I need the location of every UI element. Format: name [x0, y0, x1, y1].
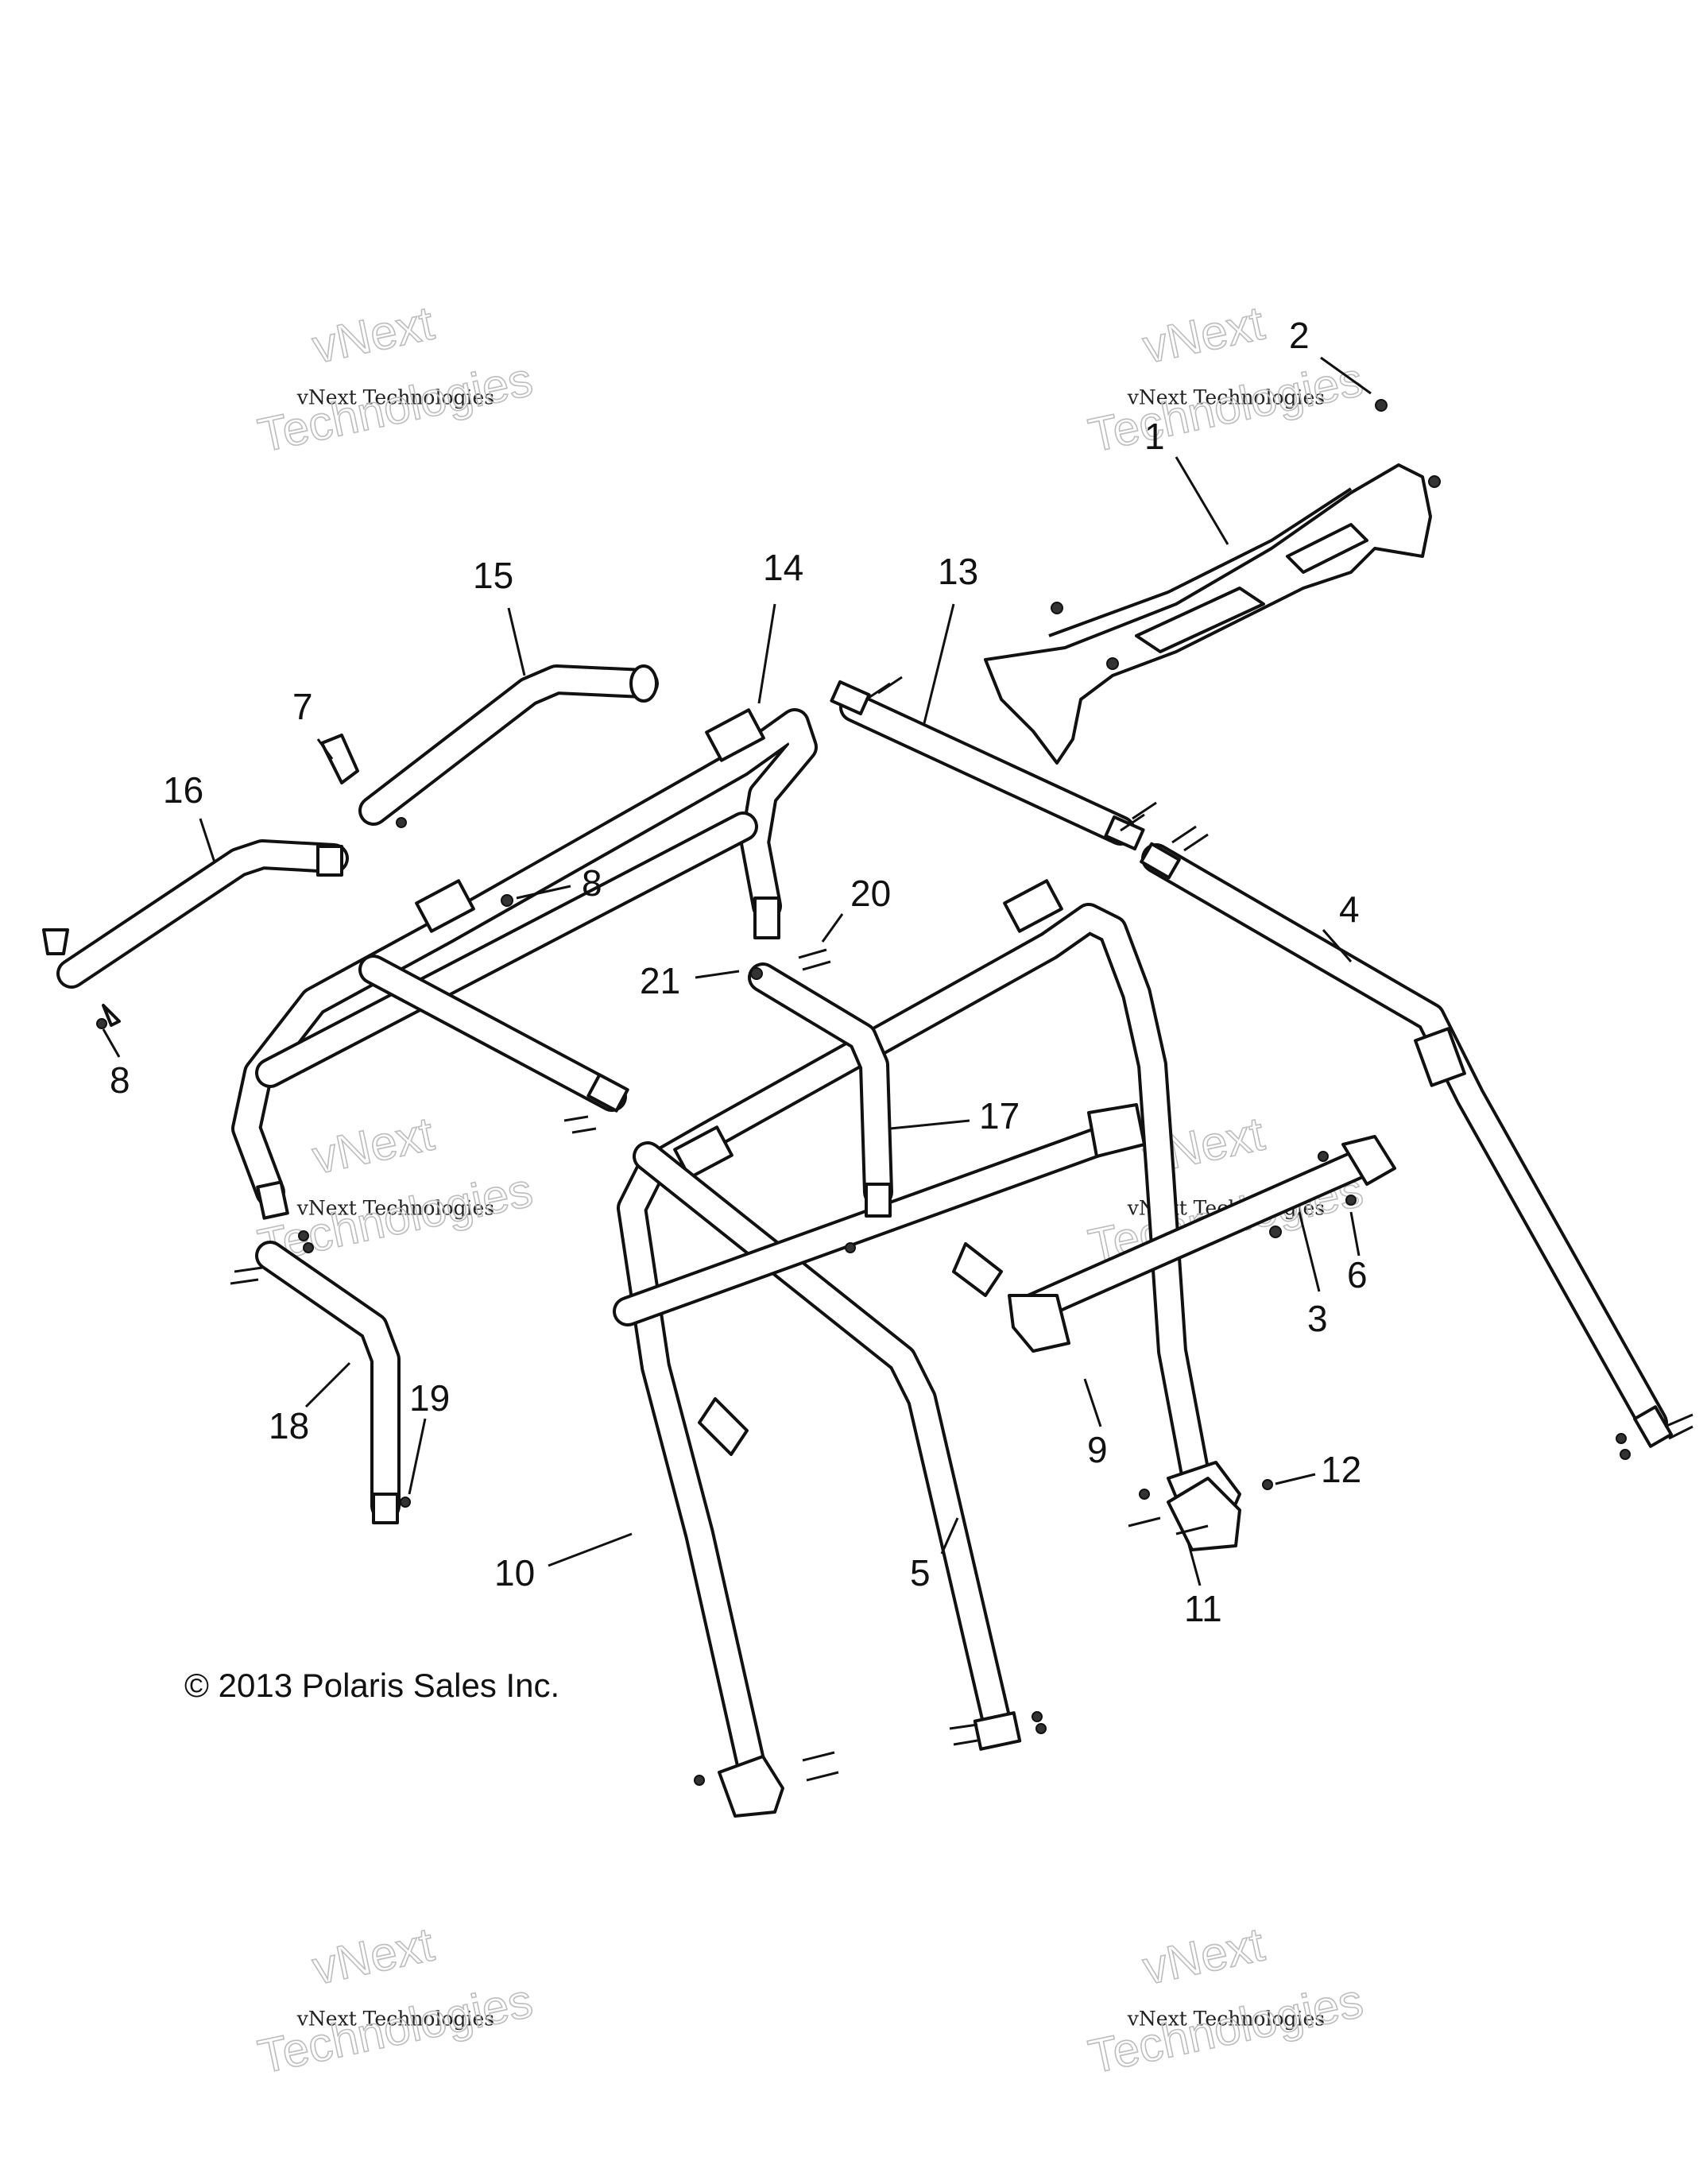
part-2-screw [1375, 399, 1388, 412]
part-9-nut [1269, 1226, 1282, 1238]
svg-text:vNext Technologies: vNext Technologies [296, 1197, 494, 1220]
part-7-pin [320, 734, 359, 784]
callout-8-lower: 8 [110, 1059, 130, 1101]
part-17-rear-brace [748, 962, 893, 1253]
leader-lines [102, 356, 1372, 1586]
callout-17: 17 [979, 1095, 1020, 1137]
svg-text:vNext Technologies: vNext Technologies [1127, 2008, 1325, 2031]
part-6-screw [1345, 1195, 1357, 1206]
callout-8-upper: 8 [582, 862, 602, 904]
part-4-rear-right-bar [1140, 825, 1693, 1460]
callout-14: 14 [763, 547, 803, 588]
svg-text:Technologies: Technologies [1084, 352, 1368, 462]
callout-9: 9 [1087, 1429, 1108, 1470]
svg-text:Technologies: Technologies [1084, 1973, 1368, 2083]
svg-text:Technologies: Technologies [254, 1973, 537, 2083]
part-21-nut [750, 967, 763, 980]
part-10-front-hoop [617, 879, 1241, 1818]
watermark-mid-left: vNext vNext Technologies Technologies [253, 1106, 537, 1274]
copyright-notice: © 2013 Polaris Sales Inc. [184, 1667, 559, 1704]
callout-10: 10 [494, 1552, 535, 1593]
callout-15: 15 [473, 555, 513, 596]
callout-20: 20 [850, 873, 891, 914]
callout-13: 13 [938, 551, 978, 592]
svg-text:vNext: vNext [1138, 296, 1268, 373]
callout-1: 1 [1144, 416, 1165, 457]
callout-11: 11 [1184, 1588, 1222, 1629]
part-19-screw [400, 1497, 411, 1508]
svg-text:vNext Technologies: vNext Technologies [296, 386, 494, 409]
part-3-cross-support [1008, 1135, 1396, 1353]
callout-5: 5 [910, 1552, 931, 1593]
callout-18: 18 [269, 1405, 309, 1446]
callout-4: 4 [1339, 889, 1360, 930]
svg-text:Technologies: Technologies [254, 352, 537, 462]
callout-labels: 1 2 3 4 5 6 7 8 8 9 10 11 12 13 14 15 16… [110, 315, 1368, 1629]
svg-text:vNext: vNext [308, 1106, 438, 1183]
callout-12: 12 [1321, 1449, 1361, 1490]
part-1-roof-panel [984, 399, 1441, 765]
part-15-upper-bar [358, 664, 659, 828]
part-12-nut [1262, 1479, 1273, 1490]
part-18-side-brace [230, 1230, 401, 1524]
part-20-bolts [798, 948, 831, 971]
part-14-rear-hoop [231, 708, 818, 1220]
svg-text:vNext: vNext [308, 296, 438, 373]
svg-text:vNext Technologies: vNext Technologies [1127, 386, 1325, 409]
watermark-top-right: vNext vNext Technologies Technologies [1083, 296, 1368, 463]
callout-19: 19 [409, 1377, 450, 1419]
svg-text:vNext Technologies: vNext Technologies [296, 2008, 494, 2031]
callout-16: 16 [163, 769, 203, 811]
watermark-top-left: vNext vNext Technologies Technologies [253, 296, 537, 463]
part-8-nut-upper [501, 894, 513, 907]
callout-3: 3 [1307, 1298, 1328, 1339]
watermark-bottom-right: vNext vNext Technologies Technologies [1083, 1917, 1368, 2085]
lower-cross-bar [613, 1103, 1146, 1456]
callout-7: 7 [292, 686, 313, 727]
svg-text:vNext: vNext [1138, 1917, 1268, 1994]
callout-21: 21 [640, 960, 680, 1001]
callout-2: 2 [1289, 315, 1310, 356]
watermark-bottom-left: vNext vNext Technologies Technologies [253, 1917, 537, 2085]
callout-6: 6 [1347, 1254, 1368, 1295]
part-16-short-bar [42, 839, 349, 1027]
svg-text:vNext: vNext [308, 1917, 438, 1994]
part-8-nut-lower [96, 1018, 107, 1029]
part-13-upper-bar [830, 676, 1157, 851]
